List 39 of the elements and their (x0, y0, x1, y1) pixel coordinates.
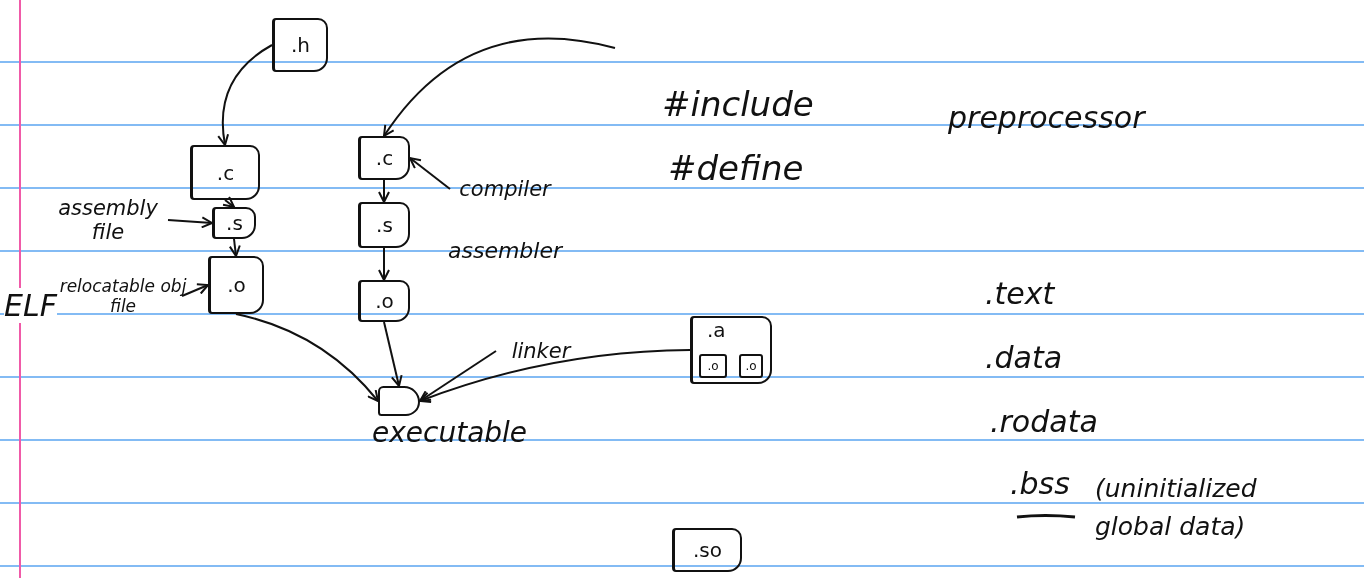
file-box: .so (672, 528, 742, 572)
arrow (419, 349, 691, 404)
file-box: .s (358, 202, 410, 248)
arrow (378, 179, 390, 203)
note-text: (uninitialized global data) (1095, 473, 1258, 543)
file-box: .o (208, 256, 264, 314)
stage-label: assembler (448, 238, 563, 263)
arrow (217, 44, 273, 146)
section-name: .bss (1010, 466, 1070, 501)
annotation: assembly file (57, 196, 159, 244)
arrow (383, 321, 403, 387)
arrow (181, 283, 209, 297)
object-file-box: .o (699, 354, 727, 378)
arrow (235, 313, 379, 402)
arrow (222, 195, 235, 208)
section-name: .text (985, 276, 1055, 311)
annotation: relocatable obj file (58, 276, 188, 316)
directive-text: #include (662, 84, 814, 124)
file-box: .o (358, 280, 410, 322)
file-box: .h (272, 18, 328, 72)
directive-text: #define (668, 148, 804, 188)
section-name: .rodata (990, 404, 1098, 439)
arrow (167, 216, 213, 229)
output-label: executable (372, 416, 528, 449)
stage-label: preprocessor (948, 100, 1145, 135)
annotation: ELF (4, 288, 57, 323)
section-name: .data (985, 340, 1063, 375)
file-box: .c (358, 136, 410, 180)
arrow (228, 238, 241, 257)
archive-box: .a .o .o (690, 316, 772, 384)
arrow (419, 350, 497, 402)
object-file-box: .o (739, 354, 763, 378)
file-box: .c (190, 145, 260, 200)
annotation: compiler (459, 177, 551, 201)
arrow (409, 157, 451, 190)
file-box: .s (212, 207, 256, 239)
arrow (383, 37, 616, 137)
arrow (378, 247, 390, 281)
annotation: linker (511, 339, 571, 363)
